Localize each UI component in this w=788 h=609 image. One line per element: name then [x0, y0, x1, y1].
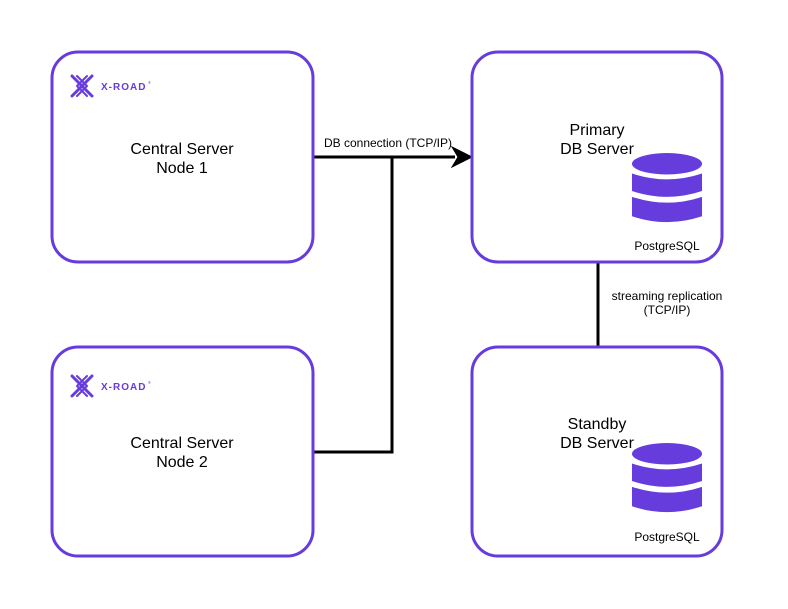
- db-connection-label: DB connection (TCP/IP): [324, 136, 452, 150]
- replication-label-line2: (TCP/IP): [644, 303, 691, 317]
- db-connection-arrowhead: [450, 145, 474, 169]
- node-box: [50, 345, 315, 558]
- node-title-line1: Central Server: [130, 435, 234, 452]
- database-icon: [631, 153, 703, 223]
- logo-text: X-ROAD: [101, 82, 146, 93]
- logo-trademark: ®: [148, 80, 151, 85]
- primary-db-server: Primary DB Server PostgreSQL: [470, 50, 724, 264]
- central-server-node-2: X-ROAD ® Central Server Node 2: [50, 345, 315, 558]
- cs2-to-bus-line: [314, 157, 394, 454]
- standby-db-server: Standby DB Server PostgreSQL: [470, 345, 724, 558]
- node-title-line1: Central Server: [130, 141, 234, 158]
- db-label: PostgreSQL: [634, 239, 700, 253]
- node-title-line2: Node 1: [156, 160, 208, 177]
- db-label: PostgreSQL: [634, 530, 700, 544]
- node-title-line2: DB Server: [560, 141, 634, 158]
- node-title-line2: DB Server: [560, 435, 634, 452]
- database-icon: [631, 443, 703, 513]
- logo-text: X-ROAD: [101, 382, 146, 393]
- central-server-node-1: X-ROAD ® Central Server Node 1: [50, 50, 315, 264]
- node-box: [50, 50, 315, 264]
- replication-label-line1: streaming replication: [612, 289, 723, 303]
- connections: DB connection (TCP/IP) streaming replica…: [314, 136, 723, 454]
- node-title-line2: Node 2: [156, 454, 208, 471]
- node-title-line1: Primary: [569, 122, 624, 139]
- logo-trademark: ®: [148, 380, 151, 385]
- node-title-line1: Standby: [568, 416, 627, 433]
